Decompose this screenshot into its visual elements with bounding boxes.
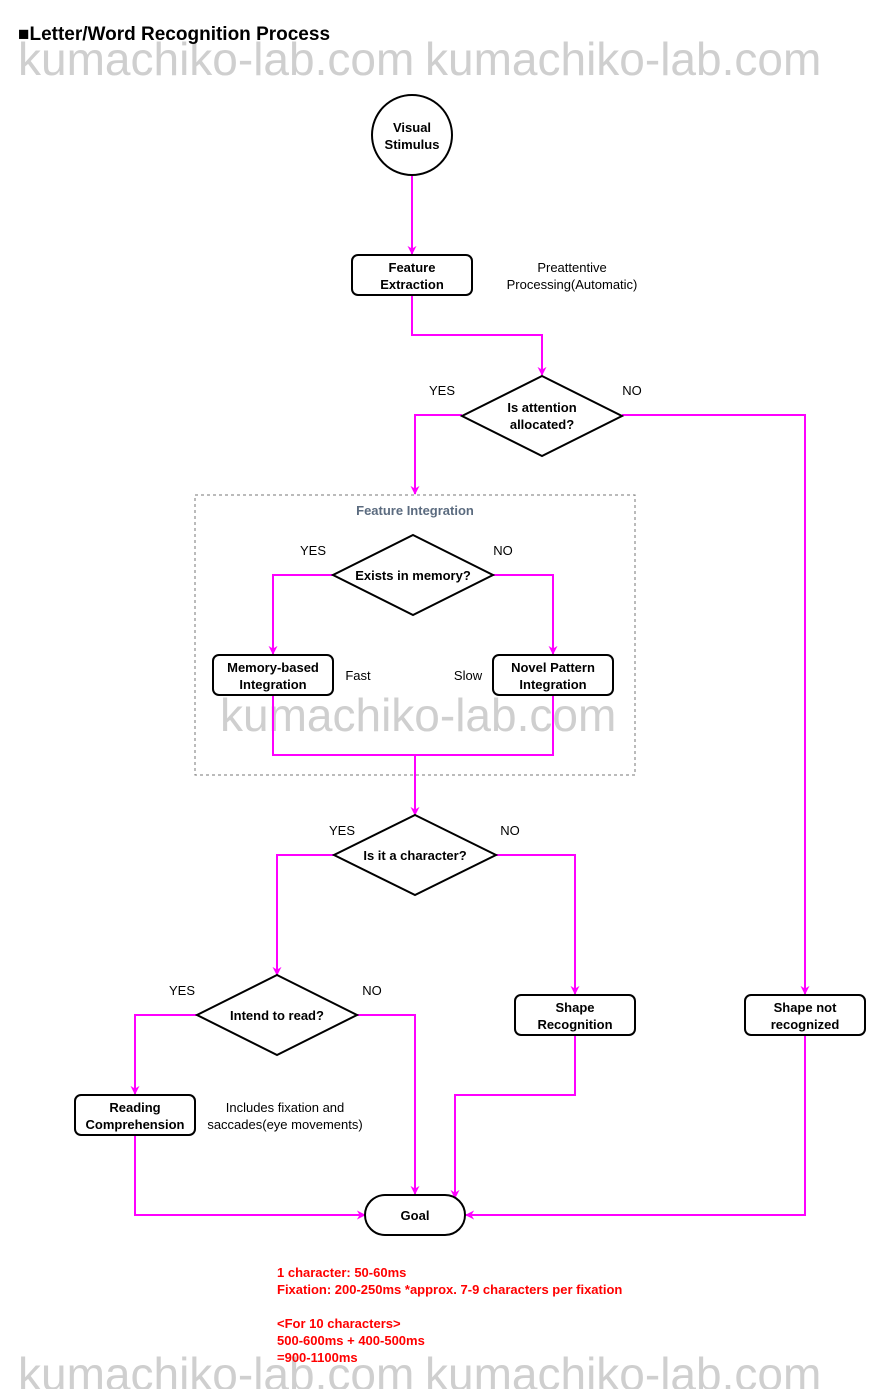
node-feature-extraction: Feature Extraction [351, 254, 473, 296]
feature-integration-title: Feature Integration [356, 503, 474, 518]
preattentive-label: Processing(Automatic) [507, 277, 638, 292]
connector-read-no [357, 1014, 420, 1195]
node-shape-recognition: Shape Recognition [514, 994, 636, 1036]
node-label: Visual [393, 120, 431, 135]
node-label: Shape not [774, 1000, 838, 1015]
label-layer: Preattentive Processing(Automatic) YES N… [169, 260, 642, 1132]
connector-memory-yes [268, 574, 333, 655]
watermark-text: kumachiko-lab.com [18, 33, 414, 85]
connector-attention-yes [410, 414, 462, 495]
attention-no-label: NO [622, 383, 642, 398]
watermark-text: kumachiko-lab.com [220, 689, 616, 741]
fixation-label: Includes fixation and [226, 1100, 345, 1115]
node-label: Recognition [537, 1017, 612, 1032]
node-goal: Goal [364, 1194, 466, 1236]
node-label: Extraction [380, 277, 444, 292]
node-label: Shape [555, 1000, 594, 1015]
watermark-layer: kumachiko-lab.com kumachiko-lab.com kuma… [18, 33, 821, 1389]
watermark-text: kumachiko-lab.com [18, 1348, 414, 1389]
node-label: Intend to read? [230, 1008, 324, 1023]
node-label: Feature [389, 260, 436, 275]
node-label: Is attention [507, 400, 576, 415]
watermark-text: kumachiko-lab.com [425, 1348, 821, 1389]
note-line: =900-1100ms [277, 1350, 358, 1365]
note-line [277, 1298, 622, 1315]
page-title: ■Letter/Word Recognition Process [18, 24, 331, 45]
read-no-label: NO [362, 983, 382, 998]
connector-layer [130, 176, 810, 1220]
note-line: 1 character: 50-60ms [277, 1265, 407, 1280]
node-shape-not-recognized: Shape not recognized [744, 994, 866, 1036]
decision-exists-in-memory: Exists in memory? [330, 533, 496, 617]
connector-attention-no [622, 414, 810, 995]
node-label: Memory-based [227, 660, 319, 675]
node-label: Reading [109, 1100, 160, 1115]
memory-yes-label: YES [300, 543, 326, 558]
node-label: allocated? [510, 417, 574, 432]
note-line: <For 10 characters> [277, 1316, 401, 1331]
connector-memory-no [493, 574, 558, 655]
connector-memory-merge [272, 696, 554, 756]
node-novel-pattern-integration: Novel Pattern Integration [492, 654, 614, 696]
connector-reading-to-goal [134, 1136, 366, 1220]
node-label: Exists in memory? [355, 568, 471, 583]
attention-yes-label: YES [429, 383, 455, 398]
node-label: recognized [771, 1017, 840, 1032]
connector-character-yes [272, 854, 334, 976]
connector-extraction-to-attention [411, 296, 547, 376]
node-reading-comprehension: Reading Comprehension [74, 1094, 196, 1136]
node-memory-based-integration: Memory-based Integration [212, 654, 334, 696]
slow-label: Slow [454, 668, 483, 683]
memory-no-label: NO [493, 543, 513, 558]
note-line: Fixation: 200-250ms *approx. 7-9 charact… [277, 1282, 623, 1297]
node-label: Novel Pattern [511, 660, 595, 675]
fixation-label: saccades(eye movements) [207, 1117, 362, 1132]
character-no-label: NO [500, 823, 520, 838]
node-label: Integration [239, 677, 306, 692]
node-visual-stimulus: Visual Stimulus [371, 94, 453, 176]
node-label: Is it a character? [363, 848, 466, 863]
connector-read-yes [130, 1014, 197, 1095]
node-label: Integration [519, 677, 586, 692]
node-label: Comprehension [86, 1117, 185, 1132]
note-line: 500-600ms + 400-500ms [277, 1333, 425, 1348]
connector-character-no [496, 854, 580, 995]
node-label: Stimulus [385, 137, 440, 152]
decision-attention: Is attention allocated? [459, 374, 625, 458]
character-yes-label: YES [329, 823, 355, 838]
node-label: Goal [401, 1208, 430, 1223]
read-yes-label: YES [169, 983, 195, 998]
preattentive-label: Preattentive [537, 260, 606, 275]
fast-label: Fast [345, 668, 371, 683]
watermark-text: kumachiko-lab.com [425, 33, 821, 85]
timing-notes: 1 character: 50-60ms Fixation: 200-250ms… [277, 1264, 622, 1366]
decision-is-character: Is it a character? [331, 813, 499, 897]
decision-intend-to-read: Intend to read? [194, 973, 360, 1057]
connector-shape-to-goal [450, 1036, 576, 1199]
connector-notrecognized-to-goal [465, 1036, 806, 1220]
